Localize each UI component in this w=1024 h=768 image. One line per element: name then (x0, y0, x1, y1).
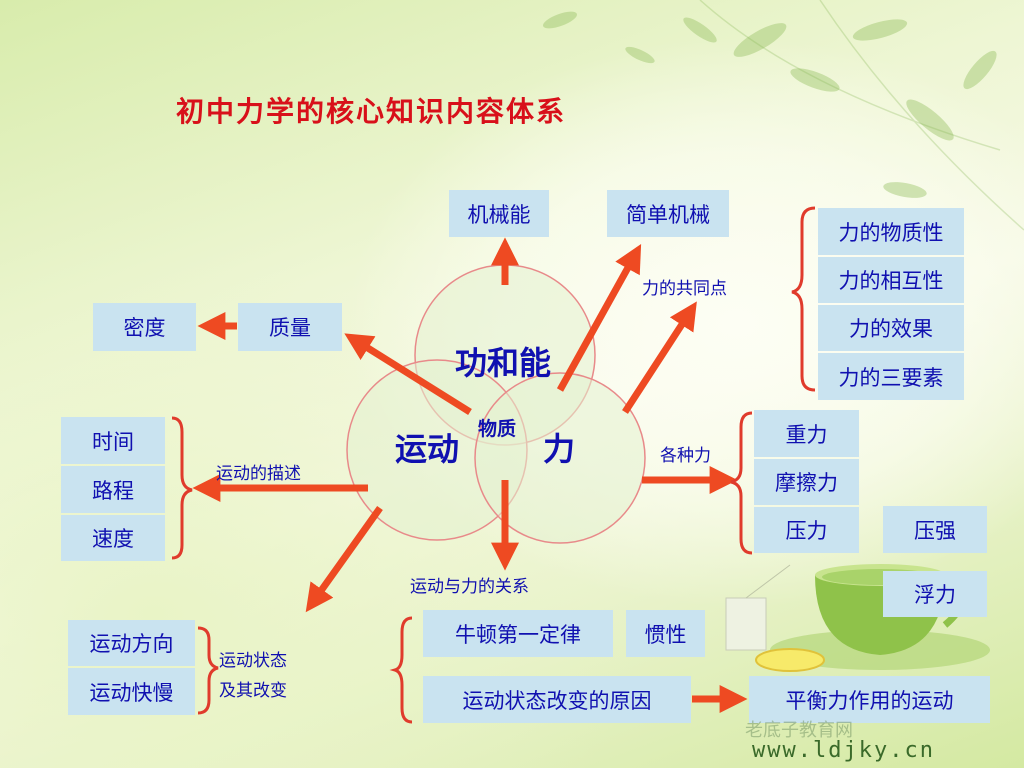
label-motion-force-relation: 运动与力的关系 (410, 577, 529, 597)
box-time: 时间 (61, 417, 165, 464)
page-title: 初中力学的核心知识内容体系 (176, 95, 567, 128)
arrow-to-mass (344, 333, 472, 415)
bracket-motion-force-relation (389, 616, 413, 724)
venn-circle-force (474, 372, 646, 544)
box-simple-machine: 简单机械 (607, 190, 729, 237)
box-mass: 质量 (238, 303, 342, 351)
box-balanced-force-motion: 平衡力作用的运动 (749, 676, 990, 723)
box-force-three-elements: 力的三要素 (818, 353, 964, 400)
box-gravity: 重力 (754, 410, 859, 457)
box-newton-first-law: 牛顿第一定律 (423, 610, 613, 657)
footer-url[interactable]: www.ldjky.cn (752, 738, 935, 763)
circle-label-force: 力 (543, 430, 576, 468)
box-mechanical-energy: 机械能 (449, 190, 549, 237)
label-motion-state-line2: 及其改变 (219, 681, 287, 701)
box-pressure-force: 压力 (754, 507, 859, 553)
label-force-common: 力的共同点 (642, 279, 727, 299)
bracket-motion-description (171, 416, 193, 560)
bracket-various-forces (730, 411, 753, 555)
bracket-force-properties (791, 206, 816, 392)
watermark-text: 老底子教育网 (745, 720, 853, 741)
arrow-to-motion-state (305, 505, 383, 613)
box-motion-direction: 运动方向 (68, 620, 195, 666)
box-density: 密度 (93, 303, 196, 351)
label-motion-state-line1: 运动状态 (219, 651, 287, 671)
box-force-mutual: 力的相互性 (818, 257, 964, 303)
label-various-forces: 各种力 (660, 446, 711, 466)
bracket-motion-state (197, 626, 219, 715)
box-inertia: 惯性 (626, 610, 705, 657)
arrow-to-force-common (622, 301, 697, 414)
box-distance: 路程 (61, 466, 165, 513)
label-motion-description: 运动的描述 (216, 464, 301, 484)
box-speed: 速度 (61, 515, 165, 561)
circle-label-motion: 运动 (395, 430, 460, 468)
box-motion-change-cause: 运动状态改变的原因 (423, 676, 691, 723)
box-force-material: 力的物质性 (818, 208, 964, 255)
circle-label-matter: 物质 (478, 418, 517, 440)
box-motion-speed: 运动快慢 (68, 668, 195, 715)
box-pressure: 压强 (883, 506, 987, 553)
circle-label-work-energy: 功和能 (455, 344, 552, 382)
box-buoyancy: 浮力 (883, 571, 987, 617)
box-friction: 摩擦力 (754, 459, 859, 505)
box-force-effect: 力的效果 (818, 305, 964, 351)
arrow-to-simple-machine (556, 243, 642, 392)
